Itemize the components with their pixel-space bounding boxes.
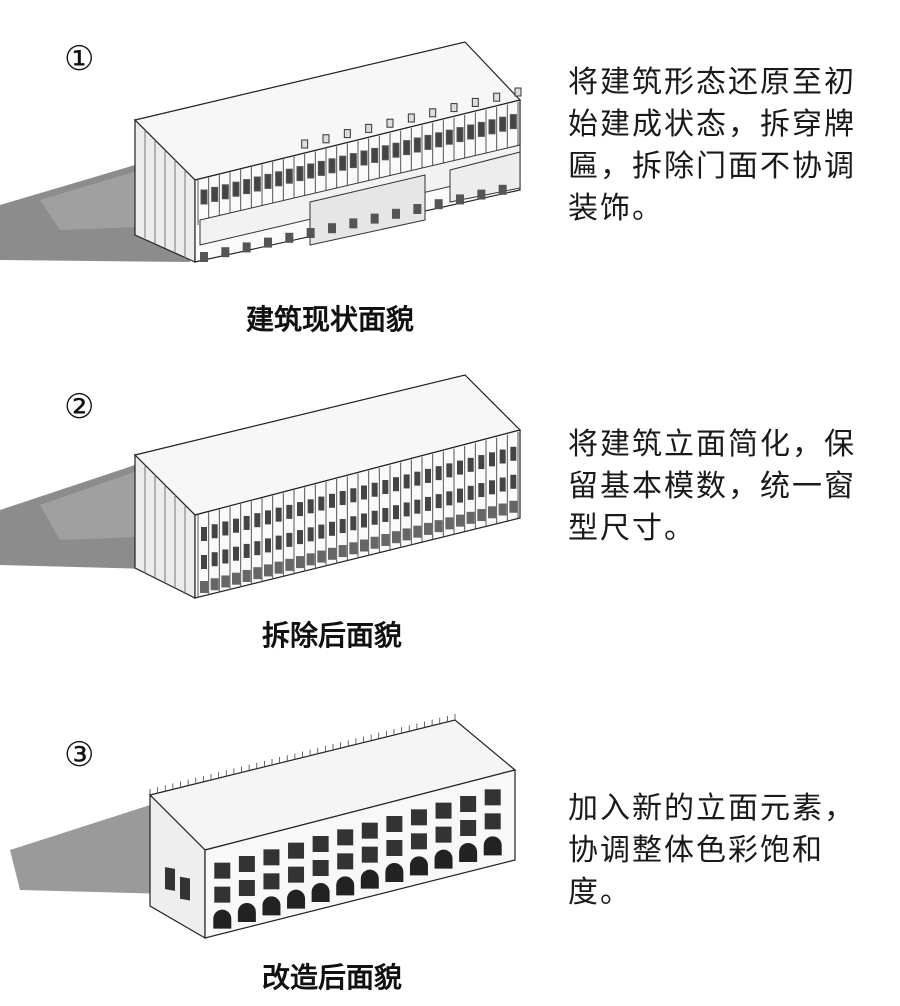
caption-1: 建筑现状面貌 [245, 303, 414, 336]
description-line: 将建筑立面简化，保 [568, 427, 856, 462]
description-line: 装饰。 [568, 191, 664, 226]
description-1: 将建筑形态还原至初 始建成状态，拆穿牌 匾，拆除门面不协调 装饰。 [568, 62, 888, 230]
caption-2: 拆除后面貌 [261, 619, 402, 652]
description-2: 将建筑立面简化，保 留基本模数，统一窗 型尺寸。 [568, 424, 888, 550]
description-line: 留基本模数，统一窗 [568, 469, 856, 504]
description-line: 始建成状态，拆穿牌 [568, 107, 856, 142]
description-line: 匾，拆除门面不协调 [568, 149, 856, 184]
description-line: 度。 [568, 875, 632, 910]
panel-2: ② 将建筑立面简化，保 留基本模数，统一窗 型尺寸。 拆除后面貌 [0, 340, 900, 670]
description-line: 加入新的立面元素， [568, 791, 856, 826]
building-stripped-illustration [0, 374, 522, 599]
description-line: 将建筑形态还原至初 [568, 65, 856, 100]
description-3: 加入新的立面元素， 协调整体色彩饱和 度。 [568, 788, 888, 914]
step-number-1: ① [64, 39, 95, 79]
step-number-2: ② [64, 387, 95, 427]
step-number-3: ③ [64, 735, 95, 775]
panel-3: ③ 加入新的立面元素， 协调整体色彩饱和 度。 改造后面貌 [0, 670, 900, 1006]
panel-1: ① 将建筑形态还原至初 始建成状态，拆穿牌 匾，拆除门面不协调 装饰。 [0, 0, 900, 340]
description-line: 协调整体色彩饱和 [568, 833, 824, 868]
description-line: 型尺寸。 [568, 511, 696, 546]
caption-3: 改造后面貌 [261, 961, 402, 994]
building-existing-illustration [0, 41, 522, 263]
building-renovated-illustration [10, 714, 517, 940]
